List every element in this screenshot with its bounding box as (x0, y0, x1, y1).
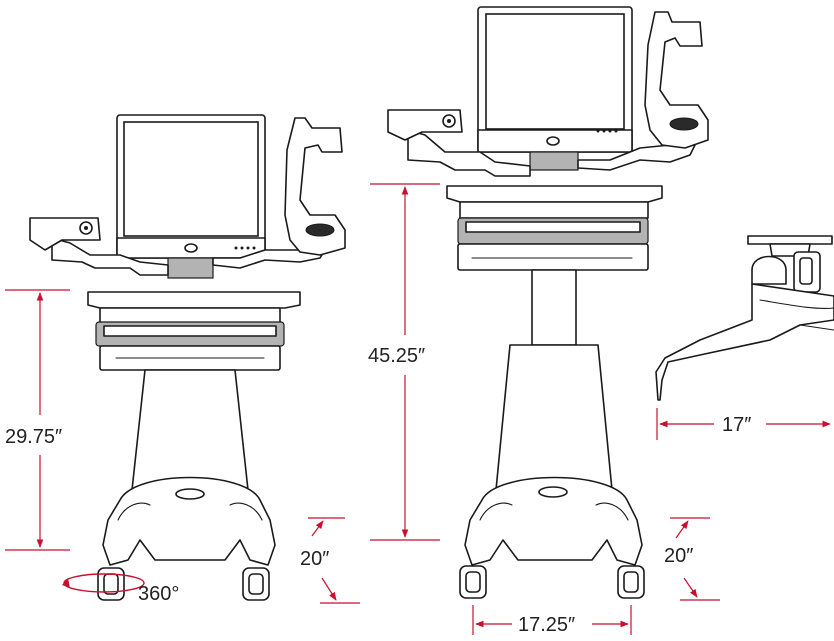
monitor-icon (477, 6, 633, 153)
cart-b-depth-label: 20″ (664, 545, 693, 567)
handset-holder-icon (644, 11, 709, 149)
cart-b-depth-dimension: 20″ (664, 517, 720, 601)
cart-b-height-label: 45.25″ (368, 345, 425, 367)
keyboard-tray-icon (95, 321, 285, 371)
cart-a-depth-label: 20″ (300, 548, 329, 570)
cart-a-rotation-label: 360° (138, 583, 179, 605)
arm-reach-label: 17″ (722, 414, 751, 436)
mounting-arm-icon (655, 235, 834, 401)
caster-base-icon (464, 476, 643, 566)
cart-a-height-dimension: 29.75″ (5, 289, 70, 551)
cart-b-width-dimension: 17.25″ (472, 605, 632, 636)
handset-holder-icon (284, 117, 346, 256)
caster-base-icon (102, 476, 276, 566)
cart-a-height-label: 29.75″ (5, 426, 62, 448)
scanner-holder-icon (29, 217, 101, 251)
rotation-indicator (62, 573, 145, 593)
scanner-holder-icon (387, 109, 463, 141)
cart-a (29, 114, 346, 601)
keyboard-tray-icon (457, 217, 649, 271)
cart-b (387, 6, 709, 599)
arm-reach-dimension: 17″ (656, 408, 831, 440)
caster-wheel-icon (97, 567, 270, 601)
cart-a-depth-dimension: 20″ (300, 517, 360, 604)
cart-b-height-dimension: 45.25″ (368, 183, 440, 541)
caster-wheel-icon (459, 565, 645, 599)
monitor-icon (116, 114, 266, 259)
cart-b-width-label: 17.25″ (518, 614, 575, 636)
